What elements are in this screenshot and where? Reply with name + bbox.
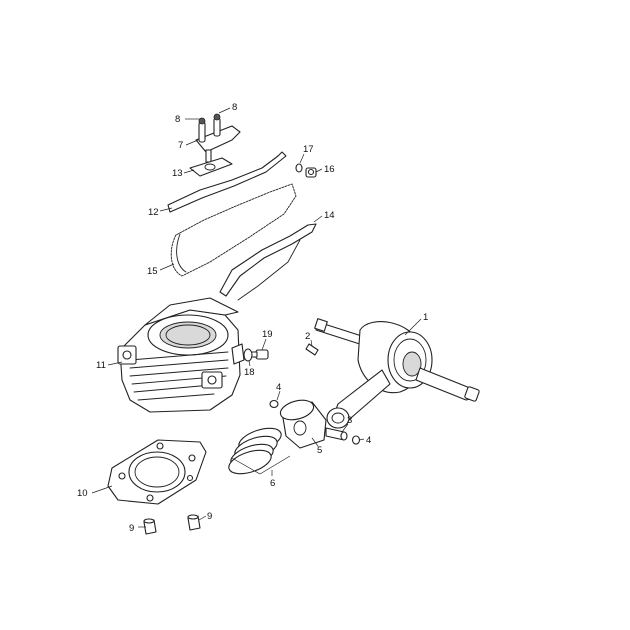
callout-2: 2 [305, 331, 310, 342]
callout-5: 5 [317, 445, 322, 456]
base-gasket [107, 439, 207, 505]
dowel-pin-right [187, 514, 201, 531]
leader-lines [91, 107, 422, 528]
callout-18: 18 [244, 367, 255, 378]
dowel-pin-left [143, 518, 157, 535]
callout-14: 14 [324, 210, 335, 221]
piston-rings [228, 427, 291, 475]
bolt-16 [305, 167, 317, 178]
callout-19: 19 [262, 329, 273, 340]
tensioner-bracket [195, 113, 241, 163]
callout-1: 1 [423, 312, 428, 323]
chain-guide-upper [167, 151, 287, 213]
callout-4b: 4 [366, 435, 371, 446]
tensioner-gasket [189, 157, 233, 177]
key-2 [305, 343, 319, 356]
callout-labels: 1 2 3 4 4 5 6 7 8 8 9 9 10 11 12 13 14 1… [77, 102, 428, 534]
callout-10: 10 [77, 488, 88, 499]
callout-8a: 8 [175, 114, 180, 125]
callout-4a: 4 [276, 382, 281, 393]
callout-8b: 8 [232, 102, 237, 113]
callout-11: 11 [96, 360, 106, 371]
crankshaft [314, 318, 480, 429]
callout-9a: 9 [129, 523, 134, 534]
circlip-4-top [269, 399, 279, 409]
piston [279, 399, 327, 449]
washer-17 [295, 163, 303, 173]
cylinder-block [117, 297, 245, 413]
callout-13: 13 [172, 168, 183, 179]
callout-15: 15 [147, 266, 158, 277]
callout-16: 16 [324, 164, 335, 175]
callout-7: 7 [178, 140, 183, 151]
washer-18 [243, 348, 253, 362]
circlip-4-right [351, 435, 361, 445]
callout-12: 12 [148, 207, 159, 218]
callout-3: 3 [347, 415, 352, 426]
chain-guide-lower [219, 223, 317, 297]
callout-17: 17 [303, 144, 314, 155]
piston-pin-3 [325, 427, 348, 441]
timing-chain [170, 183, 301, 301]
callout-6: 6 [270, 478, 275, 489]
callout-9b: 9 [207, 511, 212, 522]
